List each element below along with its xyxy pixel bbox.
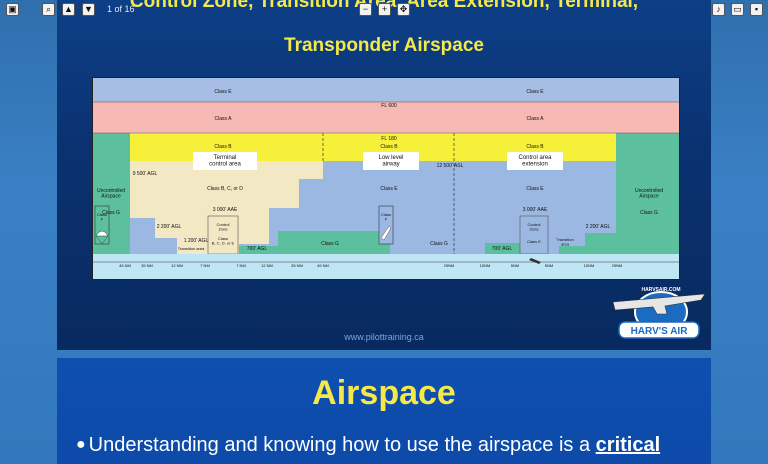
search-icon[interactable]: ⌕ [42, 3, 55, 16]
distance-tick: 7 NM [200, 263, 210, 268]
page-indicator: 1 of 16 [107, 4, 135, 14]
control-zone-left [207, 215, 239, 255]
distance-ticks-left: 45 NM 35 NM 12 NM 7 NM 7 NM 12 NM 35 NM 45 NM [119, 263, 329, 268]
distance-tick: 25NM [444, 263, 455, 268]
bullet-emphasis: critical [595, 434, 661, 456]
harvs-air-logo: HARVSAIR.COM HARV'S AIR [612, 287, 706, 339]
window-icon[interactable]: ▭ [731, 3, 744, 16]
label-class-e-top-left: Class E [214, 89, 232, 95]
class-f-mid [378, 205, 394, 245]
distance-ticks-right: 25NM 15NM 5NM 5NM 15NM 25NM [444, 263, 623, 268]
label-class-b-mid: Class B [380, 144, 398, 150]
music-icon[interactable]: ♪ [712, 3, 725, 16]
label-class-e-mid: Class E [380, 186, 398, 192]
label-9500-agl: 9 500' AGL [133, 171, 158, 177]
slide1-title-line2: Transponder Airspace [284, 35, 484, 56]
slide2-title: Airspace [312, 374, 456, 412]
slide-airspace-intro: Airspace ●Understanding and knowing how … [57, 358, 711, 464]
bullet-dot-icon: ● [76, 436, 86, 453]
label-2200-agl-left: 2 200' AGL [157, 224, 182, 230]
class-e-top-band [93, 78, 679, 102]
viewer-toolbar: ▣ ⌕ ▲ ▼ 1 of 16 − + ✥ ♪ ▭ ▪ [0, 0, 768, 20]
close-icon[interactable]: ▪ [750, 3, 763, 16]
label-class-e-top-right: Class E [526, 89, 544, 95]
label-700-agl-right: 700' AGL [492, 246, 513, 252]
label-12500-asl: 12 500' ASL [437, 163, 464, 169]
parachute-icon [95, 230, 109, 245]
distance-tick: 35 NM [141, 263, 153, 268]
label-700-agl-left: 700' AGL [247, 246, 268, 252]
distance-tick: 45 NM [317, 263, 329, 268]
label-class-a-right: Class A [527, 116, 545, 122]
zoom-in-icon[interactable]: + [378, 3, 391, 16]
down-arrow-icon[interactable]: ▼ [82, 3, 95, 16]
distance-tick: 12 NM [171, 263, 183, 268]
terminal-area [130, 161, 323, 254]
control-zone-right [519, 215, 549, 255]
airplane-icon-left [380, 225, 392, 241]
logo-ring-text: HARVSAIR.COM [641, 287, 680, 293]
menu-icon[interactable]: ▣ [6, 3, 19, 16]
distance-tick: 15NM [480, 263, 491, 268]
label-3000-aae-right: 3 000' AAE [523, 207, 548, 213]
label-transition-area-left: Transition area [178, 246, 205, 251]
distance-tick: 5NM [545, 263, 553, 268]
distance-tick: 5NM [511, 263, 519, 268]
pan-icon[interactable]: ✥ [397, 3, 410, 16]
distance-tick: 15NM [584, 263, 595, 268]
slide-airspace-diagram: Control Zone, Transition Area, Area Exte… [57, 0, 711, 350]
label-class-g-bottom-mid: Class G [321, 241, 339, 247]
label-3000-aae-left: 3 000' AAE [213, 207, 238, 213]
label-class-e-bottom: Class E [527, 239, 541, 244]
up-arrow-icon[interactable]: ▲ [62, 3, 75, 16]
distance-tick: 7 NM [236, 263, 246, 268]
class-a-band [93, 102, 679, 133]
distance-tick: 12 NM [261, 263, 273, 268]
label-fl180: FL 180 [381, 136, 397, 142]
logo-text: HARV'S AIR [631, 326, 689, 337]
label-class-b-right: Class B [526, 144, 544, 150]
distance-tick: 45 NM [119, 263, 131, 268]
label-class-g-left: Class G [102, 210, 120, 216]
zoom-out-icon[interactable]: − [359, 3, 372, 16]
label-class-g-right: Class G [640, 210, 658, 216]
label-class-g-bottom-right: Class G [430, 241, 448, 247]
label-fl600: FL 600 [381, 103, 397, 109]
bullet-text: Understanding and knowing how to use the… [88, 434, 596, 456]
distance-tick: 25NM [612, 263, 623, 268]
label-2200-agl-right: 2 200' AGL [586, 224, 611, 230]
logo-airplane-icon [612, 293, 706, 315]
ground-band [93, 254, 679, 279]
label-class-b-left: Class B [214, 144, 232, 150]
credit-url: www.pilottraining.ca [344, 332, 424, 342]
distance-tick: 35 NM [291, 263, 303, 268]
airspace-diagram: Class E Class E FL 600 Class A Class A F… [92, 77, 680, 280]
label-class-e-right: Class E [526, 186, 544, 192]
label-class-bcd: Class B, C, or D [207, 186, 243, 192]
label-1200-agl: 1 200' AGL [184, 238, 209, 244]
airplane-icon-right [529, 258, 541, 264]
bullet-item: ●Understanding and knowing how to use th… [76, 434, 660, 457]
label-class-a-left: Class A [215, 116, 233, 122]
